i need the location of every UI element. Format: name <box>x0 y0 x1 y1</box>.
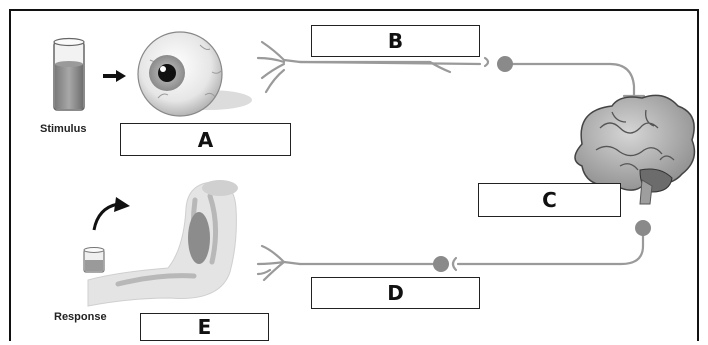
brain-icon <box>574 94 696 205</box>
label-box-b: B <box>311 25 480 57</box>
beaker-icon <box>53 37 85 111</box>
motor-neuron <box>256 226 645 282</box>
motor-neuron-cell-body <box>635 220 651 236</box>
label-box-d: D <box>311 277 480 309</box>
sensory-neuron <box>256 40 646 98</box>
stimulus-caption: Stimulus <box>40 123 87 135</box>
interneuron-cell-body <box>433 256 449 272</box>
label-box-e: E <box>140 313 269 341</box>
eye-icon <box>137 31 252 117</box>
arrow-right-icon <box>103 70 126 82</box>
label-box-c: C <box>478 183 621 217</box>
curved-arrow-icon <box>92 197 130 231</box>
arm-icon <box>87 180 238 307</box>
glass-icon <box>83 247 105 273</box>
sensory-neuron-cell-body <box>497 56 513 72</box>
label-box-a: A <box>120 123 291 156</box>
response-caption: Response <box>54 311 107 323</box>
